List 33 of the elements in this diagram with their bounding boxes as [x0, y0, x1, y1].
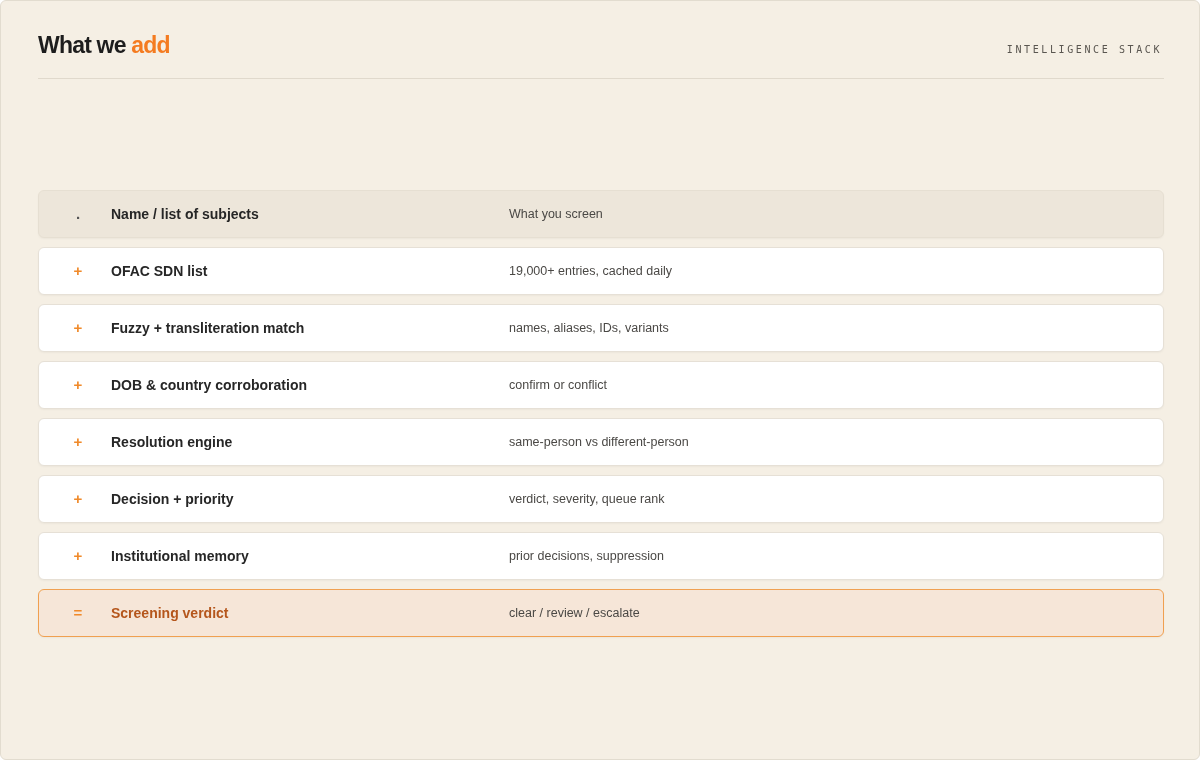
section-tag: INTELLIGENCE STACK — [1006, 44, 1162, 55]
page-title: What we add — [38, 32, 170, 59]
step-name: OFAC SDN list — [111, 262, 208, 281]
step-symbol: . — [74, 204, 82, 224]
step-name: Name / list of subjects — [111, 205, 259, 224]
step-name: Decision + priority — [111, 490, 234, 509]
step-symbol: + — [72, 432, 84, 452]
step-symbol: + — [72, 318, 84, 338]
step-description: verdict, severity, queue rank — [509, 491, 665, 508]
result-row — [38, 589, 1164, 637]
step-name: Institutional memory — [111, 547, 249, 566]
layer-row — [38, 532, 1164, 580]
step-symbol: + — [72, 261, 84, 281]
step-name: Fuzzy + transliteration match — [111, 319, 305, 338]
step-description: names, aliases, IDs, variants — [509, 320, 669, 337]
step-symbol: + — [72, 489, 84, 509]
step-description: What you screen — [509, 206, 603, 223]
step-description: confirm or conflict — [509, 377, 607, 394]
step-name: Resolution engine — [111, 433, 233, 452]
step-description: same-person vs different-person — [509, 434, 689, 451]
layer-row — [38, 247, 1164, 295]
layer-row — [38, 475, 1164, 523]
step-name: DOB & country corroboration — [111, 376, 307, 395]
layer-row — [38, 361, 1164, 409]
step-description: prior decisions, suppression — [509, 548, 664, 565]
step-symbol: + — [72, 375, 84, 395]
step-symbol: = — [72, 603, 84, 623]
layer-row — [38, 304, 1164, 352]
layer-row — [38, 418, 1164, 466]
step-name: Screening verdict — [111, 604, 229, 623]
step-description: clear / review / escalate — [509, 605, 640, 622]
step-symbol: + — [72, 546, 84, 566]
step-description: 19,000+ entries, cached daily — [509, 263, 672, 280]
